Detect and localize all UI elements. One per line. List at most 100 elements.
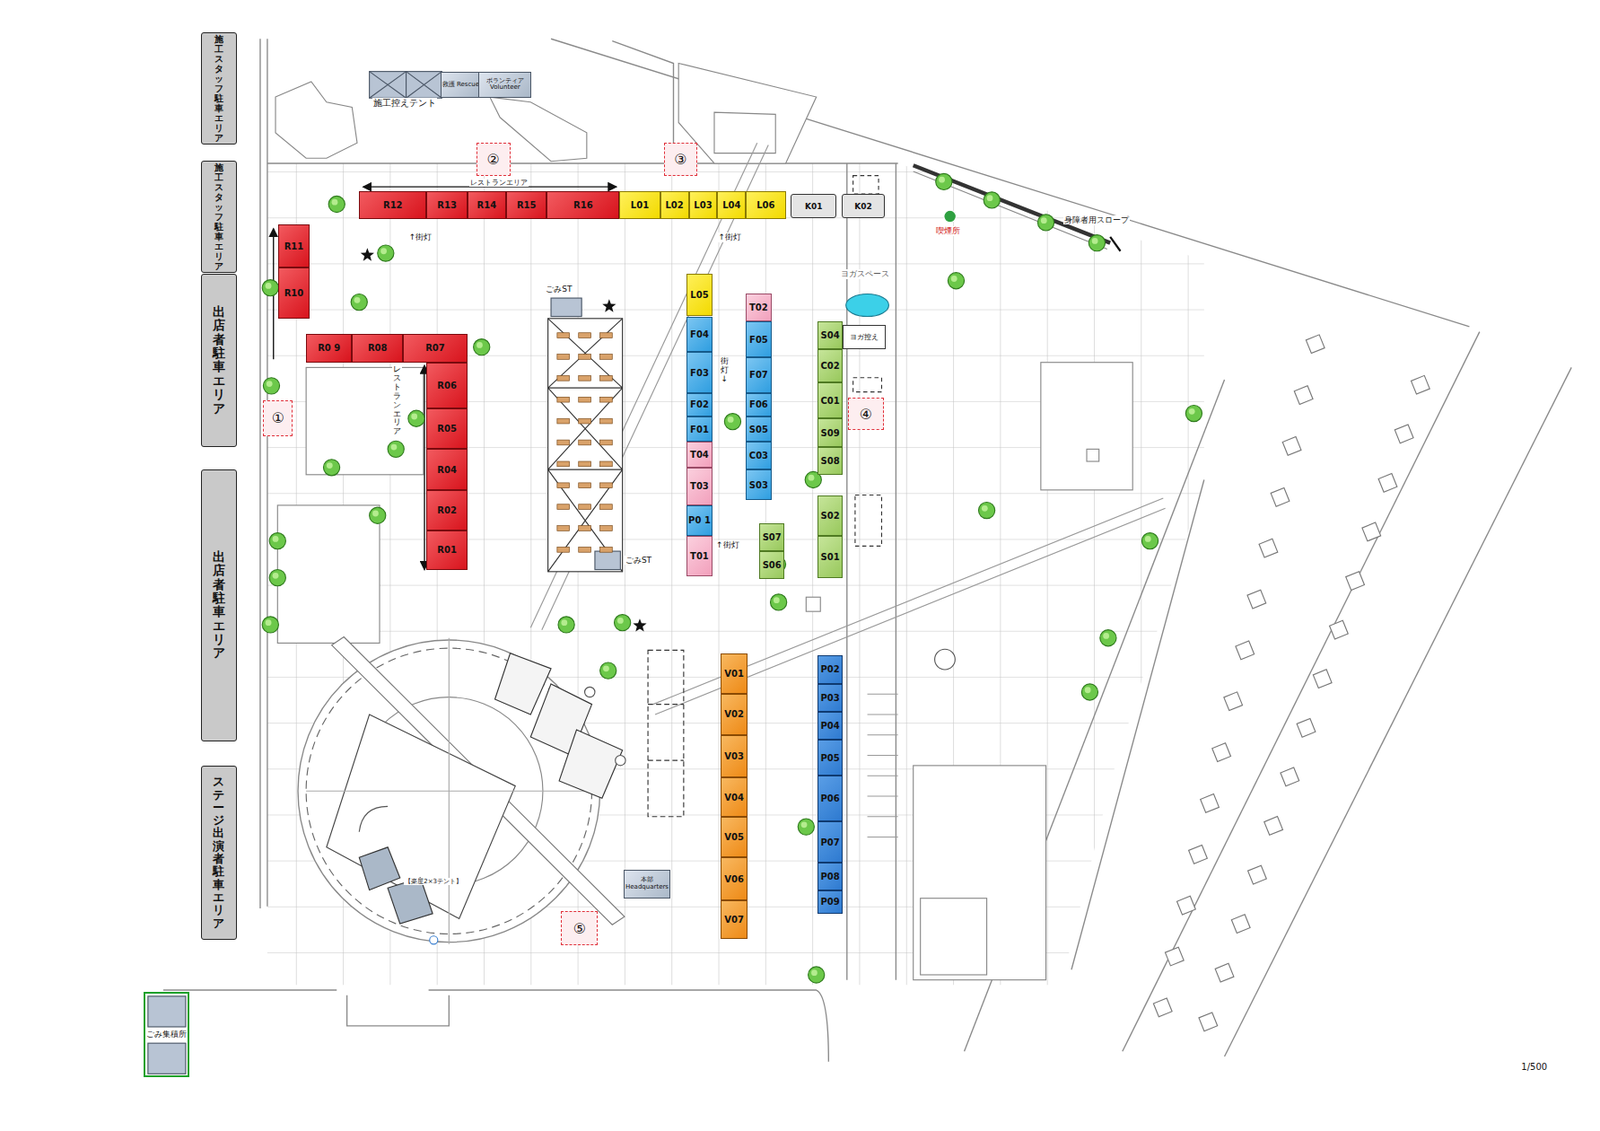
- box-content: P0 1: [688, 515, 711, 525]
- booth: F03: [686, 351, 712, 393]
- table: [600, 418, 613, 424]
- restaurant-booth: R04: [426, 448, 467, 490]
- box-label: C02: [820, 360, 840, 371]
- tree: [724, 413, 741, 430]
- box-content: P06: [820, 793, 840, 804]
- map-label: レストランエリア: [469, 178, 529, 187]
- booth: S09: [817, 418, 843, 447]
- box-label: R06: [437, 380, 457, 391]
- restaurant-booth: R12: [358, 191, 427, 220]
- pillar: [1215, 962, 1234, 982]
- pillar: [1312, 669, 1332, 689]
- box-label: S07: [762, 532, 782, 543]
- restaurant-booth: R0 9: [306, 333, 352, 363]
- parking-band: ステージ出演者 駐車エリア: [201, 765, 237, 940]
- table: [600, 482, 613, 489]
- box-content: ③: [673, 150, 687, 168]
- table: [578, 525, 592, 532]
- star-mark: [602, 298, 616, 312]
- box-label: T02: [749, 302, 769, 313]
- table: [578, 482, 592, 489]
- table: [557, 482, 570, 489]
- box-content: 施工スタッフ駐車エリア: [214, 34, 224, 143]
- tree-highlight: [1145, 535, 1152, 543]
- table: [557, 332, 570, 339]
- box-label: R11: [284, 241, 305, 252]
- booth: V03: [720, 734, 749, 779]
- box-content: 本部 Headquarters: [625, 876, 669, 891]
- tree: [983, 192, 1000, 209]
- table: [600, 396, 613, 403]
- box-content: S04: [820, 330, 840, 341]
- box-label: R10: [284, 288, 305, 298]
- booth: F06: [745, 393, 771, 417]
- box-label: P0 1: [688, 515, 711, 525]
- box-content: V02: [724, 708, 744, 719]
- box-label: F06: [749, 399, 769, 410]
- box-label: 本部 Headquarters: [625, 876, 669, 891]
- booth: P06: [817, 775, 843, 822]
- tent-block: [548, 175, 883, 817]
- tree-highlight: [617, 617, 624, 624]
- pillar: [1362, 522, 1382, 542]
- box-label: R13: [437, 200, 457, 210]
- box-content: R12: [383, 200, 403, 210]
- pillar: [1293, 385, 1313, 405]
- tree-highlight: [1189, 408, 1196, 415]
- box-label: R07: [425, 342, 446, 353]
- table: [600, 504, 613, 510]
- tree: [978, 501, 995, 518]
- tree: [1100, 629, 1117, 647]
- table: [600, 439, 613, 446]
- box-label: ②: [487, 150, 500, 168]
- box-label: P05: [820, 752, 840, 763]
- walkways: [530, 142, 1165, 837]
- box-label: R14: [477, 200, 498, 210]
- tree: [808, 966, 825, 983]
- table: [557, 525, 570, 532]
- pillar: [1264, 816, 1284, 836]
- box-label: V04: [724, 792, 744, 803]
- box-label: L02: [664, 200, 683, 210]
- box-content: R10: [284, 288, 305, 298]
- box-label: S05: [749, 424, 769, 435]
- box-label: T04: [690, 449, 709, 460]
- table: [600, 525, 613, 532]
- box-content: V06: [724, 874, 744, 884]
- booth: P07: [817, 821, 843, 862]
- box-content: R14: [477, 200, 498, 210]
- table: [578, 396, 592, 403]
- tree: [262, 279, 279, 297]
- table: [557, 396, 570, 403]
- tree-highlight: [1102, 632, 1110, 639]
- box-label: S01: [820, 551, 840, 562]
- booth: L04: [716, 191, 746, 220]
- pillar: [1282, 437, 1302, 456]
- decorations: [262, 173, 1430, 1031]
- booth: V06: [720, 856, 749, 901]
- tree: [408, 410, 425, 427]
- pillar: [1305, 334, 1325, 354]
- tree-highlight: [391, 444, 398, 451]
- booth: V02: [720, 693, 749, 735]
- tree-highlight: [811, 969, 818, 976]
- table: [557, 375, 570, 381]
- pillar: [1153, 997, 1172, 1017]
- box-content: R06: [437, 380, 457, 391]
- yoga-space: [846, 294, 890, 317]
- tree-highlight: [808, 474, 815, 481]
- tree: [473, 339, 490, 356]
- box-content: K02: [854, 201, 873, 211]
- booth: F04: [686, 316, 712, 353]
- tree: [558, 616, 575, 633]
- map-label: 身障者用スロープ: [1063, 215, 1130, 225]
- pillar: [1231, 914, 1251, 934]
- restaurant-booth: R16: [546, 191, 620, 220]
- table: [578, 504, 592, 510]
- pillar: [1280, 767, 1300, 787]
- map-label: ごみST: [624, 555, 653, 565]
- tree: [377, 244, 394, 262]
- box-content: V01: [724, 668, 744, 679]
